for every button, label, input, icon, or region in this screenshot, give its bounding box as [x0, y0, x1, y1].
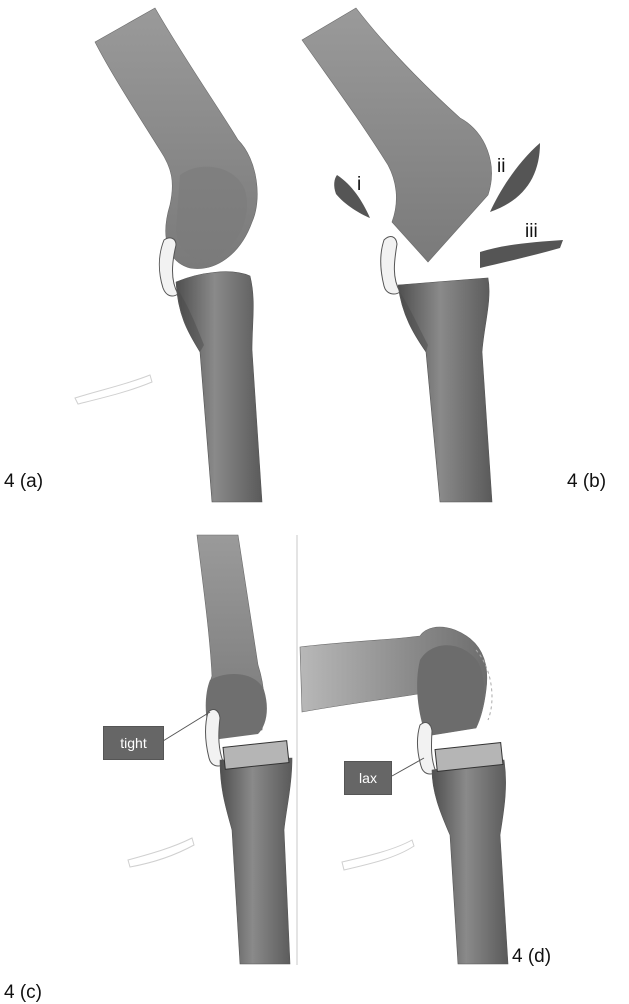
tibia-d [432, 760, 508, 964]
fibula-outline-c [128, 838, 194, 867]
fibula-outline-a [75, 375, 152, 404]
cut-fragment-ii [490, 143, 540, 212]
panel-d [300, 627, 508, 964]
caption-b: 4 (b) [567, 471, 606, 492]
tibia-a [176, 272, 262, 502]
callout-tight-label: tight [120, 735, 146, 751]
panel-a [75, 8, 262, 502]
caption-c: 4 (c) [4, 982, 42, 1003]
patella-a [159, 238, 178, 296]
callout-leader-c [163, 712, 210, 741]
callout-tight: tight [103, 726, 164, 760]
callout-leader-d [392, 758, 424, 776]
cut-label-ii: ii [497, 156, 505, 177]
panel-b [302, 8, 563, 502]
caption-a: 4 (a) [4, 471, 43, 492]
cut-fragment-i [334, 175, 370, 218]
cut-label-i: i [357, 174, 361, 195]
tibia-c [220, 758, 292, 964]
tibia-b [398, 278, 492, 502]
caption-d: 4 (d) [512, 946, 551, 967]
callout-lax-label: lax [359, 770, 377, 786]
femur-b [302, 8, 492, 262]
fibula-outline-d [342, 840, 414, 870]
cut-fragment-iii [480, 240, 563, 268]
cut-label-iii: iii [525, 221, 538, 242]
patella-b [381, 237, 400, 294]
callout-lax: lax [344, 761, 392, 795]
